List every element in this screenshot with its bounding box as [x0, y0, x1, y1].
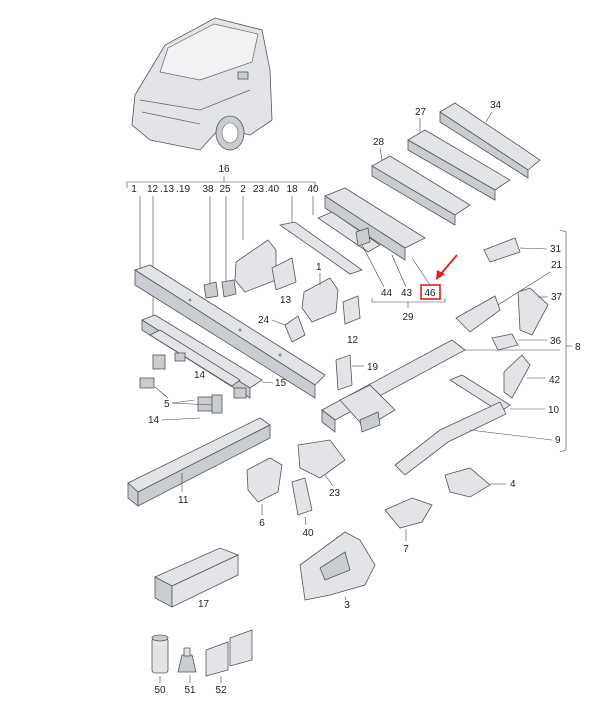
label-37[interactable]: 37 — [551, 292, 563, 303]
label-1-header[interactable]: 1 — [131, 184, 137, 195]
label-15[interactable]: 15 — [275, 378, 287, 389]
label-17[interactable]: 17 — [198, 599, 210, 610]
label-29[interactable]: 29 — [402, 312, 414, 323]
label-14-a[interactable]: 14 — [194, 370, 206, 381]
label-50[interactable]: 50 — [154, 685, 166, 696]
part-9[interactable] — [394, 401, 507, 476]
label-2-header[interactable]: 2 — [240, 184, 246, 195]
part-11[interactable] — [127, 417, 271, 507]
part-19[interactable] — [335, 354, 353, 391]
label-19-header[interactable]: 19 — [179, 184, 191, 195]
label-10[interactable]: 10 — [548, 405, 560, 416]
part-37[interactable] — [517, 287, 549, 336]
label-36[interactable]: 36 — [550, 336, 562, 347]
label-4[interactable]: 4 — [510, 479, 516, 490]
label-46-highlight — [420, 284, 441, 300]
label-28[interactable]: 28 — [373, 137, 385, 148]
part-44[interactable] — [355, 227, 371, 247]
subframe-29[interactable] — [317, 187, 426, 261]
label-8[interactable]: 8 — [575, 342, 581, 353]
part-51[interactable] — [177, 647, 197, 673]
part-34[interactable] — [439, 102, 541, 179]
label-23[interactable]: 23 — [329, 488, 341, 499]
part-50[interactable] — [151, 634, 169, 674]
part-14-top[interactable] — [174, 352, 186, 362]
part-13[interactable] — [271, 257, 297, 291]
label-38[interactable]: 38 — [202, 184, 214, 195]
label-9[interactable]: 9 — [555, 435, 561, 446]
label-18[interactable]: 18 — [286, 184, 298, 195]
part-17[interactable] — [154, 547, 240, 608]
label-13-header[interactable]: 13 — [163, 184, 175, 195]
label-13[interactable]: 13 — [280, 295, 292, 306]
label-40[interactable]: 40 — [302, 528, 314, 539]
part-31[interactable] — [483, 237, 521, 263]
part-36[interactable] — [491, 333, 519, 351]
label-7[interactable]: 7 — [403, 544, 409, 555]
part-5d[interactable] — [233, 387, 247, 399]
crossmember[interactable] — [321, 339, 466, 433]
part-7[interactable] — [384, 497, 433, 529]
label-24[interactable]: 24 — [258, 315, 270, 326]
part-23[interactable] — [297, 439, 346, 479]
label-27[interactable]: 27 — [415, 107, 427, 118]
label-52[interactable]: 52 — [215, 685, 227, 696]
part-4[interactable] — [444, 467, 491, 498]
label-51[interactable]: 51 — [184, 685, 196, 696]
arrow-icon — [436, 254, 458, 280]
bracket-29 — [371, 298, 446, 303]
part-21[interactable] — [455, 295, 501, 333]
part-42[interactable] — [503, 354, 531, 399]
label-34[interactable]: 34 — [490, 100, 502, 111]
label-44[interactable]: 44 — [381, 288, 393, 299]
label-19[interactable]: 19 — [367, 362, 379, 373]
part-5a[interactable] — [152, 354, 166, 370]
part-40[interactable] — [291, 477, 313, 516]
bracket-16 — [126, 176, 316, 188]
frame-15[interactable] — [141, 314, 263, 399]
label-12-header[interactable]: 12 — [147, 184, 159, 195]
part-52[interactable] — [205, 629, 253, 677]
label-42[interactable]: 42 — [549, 375, 561, 386]
label-12[interactable]: 12 — [347, 335, 359, 346]
part-12[interactable] — [342, 295, 361, 325]
label-21[interactable]: 21 — [551, 260, 563, 271]
part-5b[interactable] — [139, 377, 155, 389]
label-40-header-b[interactable]: 40 — [307, 184, 319, 195]
part-10[interactable] — [449, 374, 511, 413]
part-24[interactable] — [284, 315, 306, 343]
part-1[interactable] — [301, 277, 339, 323]
bracket-8 — [559, 229, 567, 453]
part-6[interactable] — [246, 457, 283, 503]
label-31[interactable]: 31 — [550, 244, 562, 255]
label-43[interactable]: 43 — [401, 288, 413, 299]
sep-3: . — [265, 184, 268, 195]
label-25[interactable]: 25 — [219, 184, 231, 195]
label-6[interactable]: 6 — [259, 518, 265, 529]
long-member[interactable] — [134, 264, 326, 399]
part-25[interactable] — [221, 279, 237, 298]
van-illustration — [131, 17, 273, 151]
part-3[interactable] — [299, 531, 376, 601]
sep-1: . — [160, 184, 163, 195]
label-3[interactable]: 3 — [344, 600, 350, 611]
label-14-b[interactable]: 14 — [148, 415, 160, 426]
label-46[interactable]: 46 — [424, 288, 436, 299]
sep-2: . — [176, 184, 179, 195]
part-38[interactable] — [203, 281, 219, 299]
part-5e[interactable] — [211, 394, 223, 414]
part-18[interactable] — [279, 221, 363, 275]
label-1[interactable]: 1 — [316, 262, 322, 273]
label-11[interactable]: 11 — [178, 495, 189, 506]
part-2[interactable] — [234, 239, 277, 293]
label-23-header[interactable]: 23 — [253, 184, 265, 195]
label-40-header[interactable]: 40 — [268, 184, 280, 195]
part-28[interactable] — [371, 155, 471, 226]
part-27[interactable] — [407, 129, 511, 201]
label-5[interactable]: 5 — [164, 399, 170, 410]
header-leaders — [139, 196, 314, 320]
label-16[interactable]: 16 — [218, 164, 230, 175]
